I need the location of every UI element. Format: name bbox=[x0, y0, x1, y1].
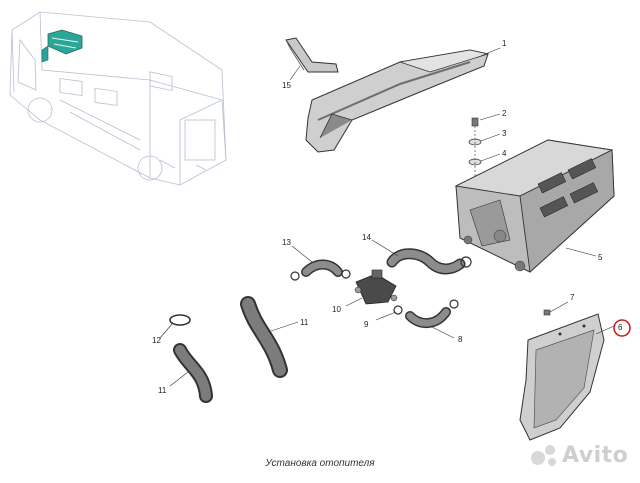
part-1-duct-cover bbox=[305, 47, 501, 153]
avito-logo-icon bbox=[531, 445, 556, 466]
part-8-hose bbox=[375, 299, 459, 339]
part-6-side-cover bbox=[519, 313, 615, 441]
callout-6-highlight-circle bbox=[613, 319, 631, 337]
fastener-stack-2-3-4 bbox=[468, 113, 501, 186]
callout-1: 1 bbox=[502, 39, 507, 48]
callout-9: 9 bbox=[364, 320, 369, 329]
part-15-duct-elbow bbox=[285, 37, 339, 81]
part-14-hose bbox=[371, 239, 472, 275]
callout-4: 4 bbox=[502, 149, 507, 158]
callout-10: 10 bbox=[332, 305, 341, 314]
part-7-screw bbox=[543, 301, 569, 316]
callout-11-right: 11 bbox=[300, 318, 309, 327]
part-10-valve bbox=[345, 269, 398, 307]
avito-watermark-text: Avito bbox=[562, 443, 629, 468]
callout-6: 6 bbox=[618, 323, 623, 332]
callout-15: 15 bbox=[282, 81, 291, 90]
callout-8: 8 bbox=[458, 335, 463, 344]
callout-3: 3 bbox=[502, 129, 507, 138]
callout-5: 5 bbox=[598, 253, 603, 262]
part-12-clamp bbox=[159, 314, 191, 339]
callout-13: 13 bbox=[282, 238, 291, 247]
van-heater-highlight bbox=[41, 29, 83, 63]
part-5-heater-unit bbox=[454, 139, 615, 273]
part-13-hose bbox=[290, 245, 351, 281]
part-11-hose-long bbox=[240, 296, 299, 378]
callout-7: 7 bbox=[570, 293, 575, 302]
part-9-clamp bbox=[393, 305, 403, 315]
part-11-hose-short bbox=[169, 343, 213, 403]
callout-11-left: 11 bbox=[158, 386, 167, 395]
diagram-caption: Установка отопителя bbox=[265, 458, 375, 469]
van-overview bbox=[9, 11, 227, 186]
callout-2: 2 bbox=[502, 109, 507, 118]
callout-14: 14 bbox=[362, 233, 371, 242]
callout-12: 12 bbox=[152, 336, 161, 345]
